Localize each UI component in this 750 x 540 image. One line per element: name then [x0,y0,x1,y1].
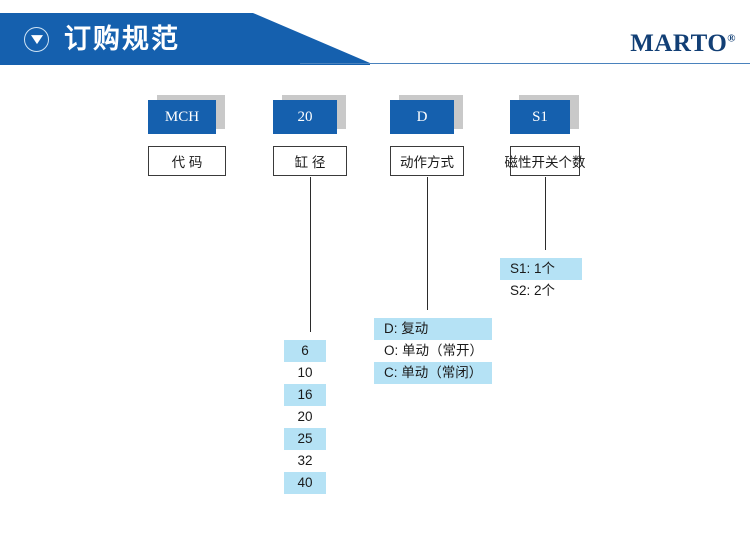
registered-trademark-icon: ® [727,32,736,45]
diagram-column: D 动作方式 [390,95,464,176]
option-item[interactable]: D: 复动 [374,318,492,340]
option-item[interactable]: 20 [297,409,313,424]
option-list: 6 10 16 20 25 32 40 [284,340,326,494]
diagram-column: MCH 代 码 [148,95,226,176]
option-item[interactable]: 6 [284,340,326,362]
connector-line [310,177,311,332]
diagram-column: S1 磁性开关个数 [505,95,586,176]
code-segment-box[interactable]: D [390,95,463,134]
code-segment-box[interactable]: S1 [510,95,579,134]
brand-name: MARTO [630,30,728,57]
code-segment-box[interactable]: 20 [273,95,346,134]
option-item[interactable]: S2: 2个 [510,283,556,298]
connector-line [427,177,428,310]
page-header: 订购规范 [0,13,750,65]
page-title: 订购规范 [64,24,180,54]
code-segment-label: 磁性开关个数 [505,146,586,176]
option-item[interactable]: 32 [297,453,313,468]
connector-line [545,177,546,250]
option-item[interactable]: 10 [297,365,313,380]
option-item[interactable]: O: 单动（常开） [384,343,484,358]
code-segment-label: 动作方式 [390,146,464,176]
option-item[interactable]: 25 [284,428,326,450]
option-item[interactable]: 40 [284,472,326,494]
brand-logo: MARTO® [630,30,736,58]
code-segment-label: 缸 径 [273,146,347,176]
option-list: S1: 1个 S2: 2个 [500,258,582,302]
header-divider-line [300,63,750,64]
code-segment-label: 代 码 [148,146,226,176]
option-item[interactable]: S1: 1个 [500,258,582,280]
option-item[interactable]: 16 [284,384,326,406]
option-item[interactable]: C: 单动（常闭） [374,362,492,384]
triangle-down-circle-icon [24,27,49,52]
option-list: D: 复动 O: 单动（常开） C: 单动（常闭） [374,318,492,384]
diagram-column: 20 缸 径 [273,95,347,176]
code-segment-box[interactable]: MCH [148,95,225,134]
